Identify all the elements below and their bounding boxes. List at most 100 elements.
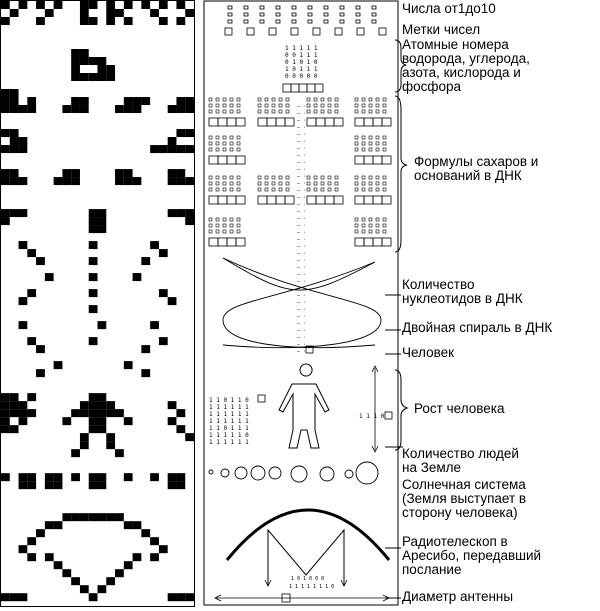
message-pixel (185, 129, 194, 138)
dna-formula-bit (229, 135, 234, 140)
message-pixel (123, 17, 133, 26)
dna-formula-bit (257, 97, 262, 102)
dna-formula-bit (229, 147, 234, 152)
dna-formula-bit (229, 229, 234, 234)
message-pixel (123, 169, 133, 178)
message-pixel (115, 569, 124, 578)
message-pixel (150, 145, 159, 154)
dna-formula-bit (354, 141, 359, 146)
message-pixel (106, 73, 116, 82)
brace-atomic (394, 39, 407, 93)
dna-formula-bit (215, 187, 220, 192)
dna-formula-bit (257, 181, 262, 186)
dna-formula-mark (266, 195, 277, 205)
dna-formula-bit (375, 109, 380, 114)
message-pixel (176, 209, 186, 218)
message-pixel (106, 1, 116, 9)
dna-formula-bit (361, 109, 366, 114)
dna-formula-bit (382, 141, 387, 146)
number-bit (291, 12, 297, 17)
population-row: 1 1 0 1 1 1 (209, 425, 249, 432)
population-row: 1 1 0 1 1 0 (209, 397, 249, 404)
nucleotide-bit: – · (297, 209, 306, 215)
message-pixel (18, 1, 28, 9)
dna-formula-mark (235, 117, 246, 127)
message-pixel (18, 409, 28, 418)
number-mark (312, 27, 321, 36)
message-pixel (1, 17, 10, 26)
dna-formula-mark (226, 195, 237, 205)
dna-formula-bit (375, 135, 380, 140)
message-pixel (88, 417, 98, 426)
nucleotide-bit: – · (297, 118, 306, 124)
message-pixel (36, 257, 45, 266)
message-pixel (1, 393, 10, 402)
dna-formula-bit (327, 97, 332, 102)
nucleotide-bit: – · (297, 265, 306, 271)
solar-body (234, 466, 248, 480)
dna-formula-bit (222, 109, 227, 114)
message-pixel (71, 577, 80, 586)
dna-formula-bit (222, 217, 227, 222)
number-bit (259, 5, 265, 10)
dna-formula-mark (372, 155, 383, 165)
message-pixel (88, 593, 98, 602)
message-pixel (97, 321, 107, 330)
message-pixel (27, 473, 37, 482)
solar-body (268, 466, 282, 480)
dna-formula-bit (285, 181, 290, 186)
message-pixel (176, 97, 186, 106)
message-pixel (167, 401, 177, 410)
dna-formula-bit (361, 223, 366, 228)
dna-formula-bit (375, 229, 380, 234)
nucleotide-bit: – · (297, 300, 306, 306)
label-human: Человек (402, 345, 455, 360)
dna-formula-bit (271, 181, 276, 186)
number-mark (268, 27, 277, 36)
nucleotide-bit: – · (297, 111, 306, 117)
dna-formula-bit (354, 109, 359, 114)
dna-formula-bit (334, 181, 339, 186)
dna-formula-bit (361, 217, 366, 222)
nucleotide-bit: – · (297, 216, 306, 222)
dna-formula-bit (257, 103, 262, 108)
population-row: 1 1 1 1 1 1 (209, 439, 249, 446)
dna-formula-bit (368, 141, 373, 146)
dna-formula-mark (381, 195, 392, 205)
message-pixel (36, 345, 45, 354)
dna-formula-bit (354, 223, 359, 228)
dna-formula-bit (320, 181, 325, 186)
message-pixel (141, 369, 151, 378)
dna-formula-bit (208, 147, 213, 152)
number-bit (371, 12, 377, 17)
message-pixel (167, 473, 177, 482)
message-pixel (53, 521, 63, 530)
dna-formula-bit (354, 97, 359, 102)
message-pixel (97, 513, 107, 522)
message-pixel (27, 249, 37, 258)
nucleotide-bit: – · (297, 307, 306, 313)
message-pixel (88, 409, 98, 418)
nucleotide-bit: – · (297, 272, 306, 278)
dna-formula-mark (217, 237, 228, 247)
label-antenna: Диаметр антенны (402, 589, 514, 604)
dna-formula-bit (236, 175, 241, 180)
dna-formula-mark (315, 117, 326, 127)
message-pixel (176, 409, 186, 418)
message-pixel (27, 537, 37, 546)
dna-formula-bit (236, 147, 241, 152)
message-pixel (71, 57, 80, 66)
dna-formula-bit (271, 103, 276, 108)
message-pixel (97, 73, 107, 82)
brace-dna (394, 95, 408, 253)
dna-formula-mark (381, 117, 392, 127)
message-pixel (27, 481, 37, 490)
message-pixel (71, 169, 80, 178)
message-pixel (185, 9, 194, 17)
dna-formula-bit (222, 141, 227, 146)
atomic-mark (298, 83, 308, 93)
dna-formula-bit (361, 135, 366, 140)
nucleotide-bit: – · (297, 335, 306, 341)
dna-formula-bit (215, 97, 220, 102)
message-pixel (18, 145, 28, 154)
